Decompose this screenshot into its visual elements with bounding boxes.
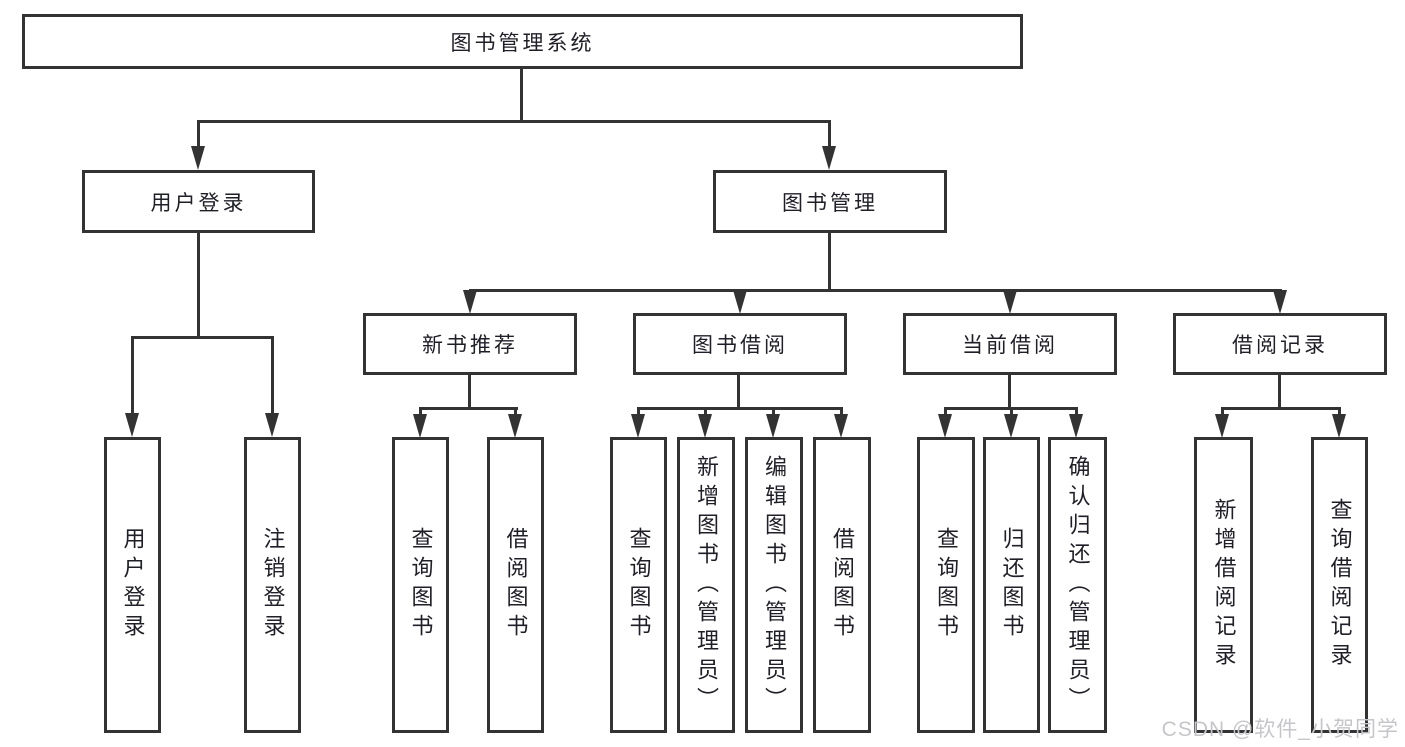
arrowhead-down bbox=[463, 290, 477, 314]
arrowhead-down bbox=[1332, 414, 1346, 438]
connector-group-stem bbox=[1008, 375, 1011, 407]
leaf-add-books-admin: 新增图书（管理员） bbox=[677, 437, 735, 733]
node-borrowing-records: 借阅记录 bbox=[1173, 313, 1387, 375]
connector-level3-bus bbox=[469, 289, 1282, 292]
connector-group-bus bbox=[419, 407, 518, 410]
connector-drop-book-management bbox=[828, 120, 831, 147]
leaf-label: 查询借阅记录 bbox=[1327, 498, 1353, 672]
leaf-user-login: 用户登录 bbox=[104, 437, 161, 733]
connector-drop-leaf bbox=[419, 407, 422, 417]
node-label: 图书管理系统 bbox=[450, 31, 595, 55]
arrowhead-down bbox=[938, 414, 952, 438]
connector-root-stem bbox=[520, 69, 523, 120]
leaf-add-borrow-record: 新增借阅记录 bbox=[1194, 437, 1253, 733]
leaf-return-books: 归还图书 bbox=[983, 437, 1040, 733]
connector-drop-leaf bbox=[944, 407, 947, 417]
arrowhead-down bbox=[125, 413, 139, 437]
arrowhead-down bbox=[733, 290, 747, 314]
arrowhead-down bbox=[1004, 414, 1018, 438]
node-new-book-recommendation: 新书推荐 bbox=[363, 313, 577, 375]
arrowhead-down bbox=[631, 414, 645, 438]
connector-drop-leaf bbox=[131, 336, 134, 414]
connector-group-stem bbox=[468, 375, 471, 407]
connector-drop-leaf bbox=[1075, 407, 1078, 417]
arrowhead-down bbox=[191, 146, 205, 170]
node-label: 图书借阅 bbox=[692, 334, 788, 357]
connector-drop-leaf bbox=[772, 407, 775, 417]
leaf-label: 归还图书 bbox=[999, 527, 1025, 643]
leaf-query-books-recommend: 查询图书 bbox=[392, 437, 449, 733]
leaf-query-borrow-record: 查询借阅记录 bbox=[1311, 437, 1368, 733]
node-user-login: 用户登录 bbox=[82, 170, 315, 233]
leaf-label: 新增借阅记录 bbox=[1211, 498, 1237, 672]
connector-user-login-bus bbox=[131, 336, 274, 339]
connector-drop-leaf bbox=[840, 407, 843, 417]
arrowhead-down bbox=[413, 414, 427, 438]
arrowhead-down bbox=[1273, 290, 1287, 314]
leaf-edit-books-admin: 编辑图书（管理员） bbox=[745, 437, 803, 733]
leaf-label: 用户登录 bbox=[120, 527, 146, 643]
leaf-query-books-borrowing: 查询图书 bbox=[610, 437, 667, 733]
node-label: 新书推荐 bbox=[422, 334, 518, 357]
leaf-label: 查询图书 bbox=[626, 527, 652, 643]
node-book-borrowing: 图书借阅 bbox=[633, 313, 847, 375]
connector-drop-leaf bbox=[1338, 407, 1341, 417]
node-current-borrowing: 当前借阅 bbox=[903, 313, 1117, 375]
leaf-borrow-books-recommend: 借阅图书 bbox=[487, 437, 544, 733]
connector-drop-user-login bbox=[197, 120, 200, 147]
connector-drop-leaf bbox=[704, 407, 707, 417]
connector-group-bus bbox=[1221, 407, 1341, 410]
node-library-management-system: 图书管理系统 bbox=[22, 14, 1023, 69]
connector-drop-leaf bbox=[1221, 407, 1224, 417]
arrowhead-down bbox=[508, 414, 522, 438]
leaf-logout: 注销登录 bbox=[244, 437, 301, 733]
connector-book-management-stem bbox=[828, 233, 831, 291]
arrowhead-down bbox=[1069, 414, 1083, 438]
connector-drop-leaf bbox=[271, 336, 274, 414]
node-label: 借阅记录 bbox=[1232, 334, 1328, 357]
leaf-label: 查询图书 bbox=[934, 527, 959, 643]
connector-user-login-stem bbox=[197, 233, 200, 336]
leaf-label: 借阅图书 bbox=[503, 527, 529, 643]
connector-root-bus bbox=[197, 120, 831, 123]
leaf-label: 新增图书（管理员） bbox=[694, 454, 719, 716]
arrowhead-down bbox=[265, 413, 279, 437]
arrowhead-down bbox=[1003, 290, 1017, 314]
arrowhead-down bbox=[834, 414, 848, 438]
connector-drop-leaf bbox=[637, 407, 640, 417]
node-label: 图书管理 bbox=[782, 191, 878, 215]
connector-drop-leaf bbox=[514, 407, 517, 417]
connector-group-stem bbox=[737, 375, 740, 407]
arrowhead-down bbox=[1215, 414, 1229, 438]
leaf-confirm-return-admin: 确认归还（管理员） bbox=[1048, 437, 1107, 733]
leaf-label: 查询图书 bbox=[408, 527, 434, 643]
leaf-borrow-books: 借阅图书 bbox=[813, 437, 871, 733]
arrowhead-down bbox=[698, 414, 712, 438]
node-book-management: 图书管理 bbox=[713, 170, 947, 233]
arrowhead-down bbox=[766, 414, 780, 438]
arrowhead-down bbox=[822, 146, 836, 170]
node-label: 用户登录 bbox=[150, 191, 247, 215]
connector-group-stem bbox=[1278, 375, 1281, 407]
leaf-label: 确认归还（管理员） bbox=[1065, 454, 1091, 716]
csdn-watermark: CSDN @软件_小贺同学 bbox=[1161, 718, 1399, 741]
leaf-label: 注销登录 bbox=[260, 527, 286, 643]
connector-drop-leaf bbox=[1010, 407, 1013, 417]
leaf-query-books-current: 查询图书 bbox=[917, 437, 975, 733]
leaf-label: 借阅图书 bbox=[830, 527, 855, 643]
leaf-label: 编辑图书（管理员） bbox=[762, 454, 787, 716]
connector-group-bus bbox=[637, 407, 843, 410]
node-label: 当前借阅 bbox=[962, 334, 1058, 357]
